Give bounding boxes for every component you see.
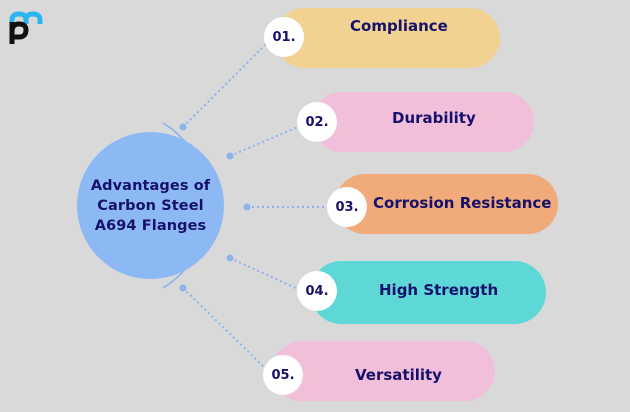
hub-circle: Advantages of Carbon Steel A694 Flanges (77, 132, 224, 279)
node-dot (243, 203, 251, 211)
item-number-badge: 02. (297, 102, 337, 142)
item-number-badge: 03. (327, 187, 367, 227)
item-high-strength: High Strength (310, 261, 546, 324)
item-durability: Durability (312, 92, 534, 152)
item-number: 04. (305, 283, 329, 299)
item-label: Versatility (355, 366, 442, 384)
node-dot (226, 254, 234, 262)
item-label: Durability (392, 109, 476, 127)
item-number: 01. (272, 29, 296, 45)
hub-title-line: A694 Flanges (94, 217, 207, 234)
hub-title-line: Advantages of (90, 177, 211, 194)
item-number-badge: 04. (297, 271, 337, 311)
item-compliance: Compliance (275, 8, 500, 68)
item-number-badge: 01. (264, 17, 304, 57)
node-dot (179, 123, 187, 131)
item-corrosion-resistance: Corrosion Resistance (335, 174, 558, 234)
item-number: 03. (335, 199, 359, 215)
item-number: 05. (271, 367, 295, 383)
hub-title: Advantages of Carbon Steel A694 Flanges (81, 176, 221, 236)
node-dot (179, 284, 187, 292)
item-label: Corrosion Resistance (373, 194, 552, 212)
node-dot (226, 152, 234, 160)
item-versatility: Versatility (272, 341, 495, 401)
hub-title-line: Carbon Steel (97, 197, 204, 214)
pm-logo-icon (9, 11, 43, 44)
item-number-badge: 05. (263, 355, 303, 395)
item-label: Compliance (350, 17, 448, 35)
item-number: 02. (305, 114, 329, 130)
item-label: High Strength (379, 281, 499, 299)
